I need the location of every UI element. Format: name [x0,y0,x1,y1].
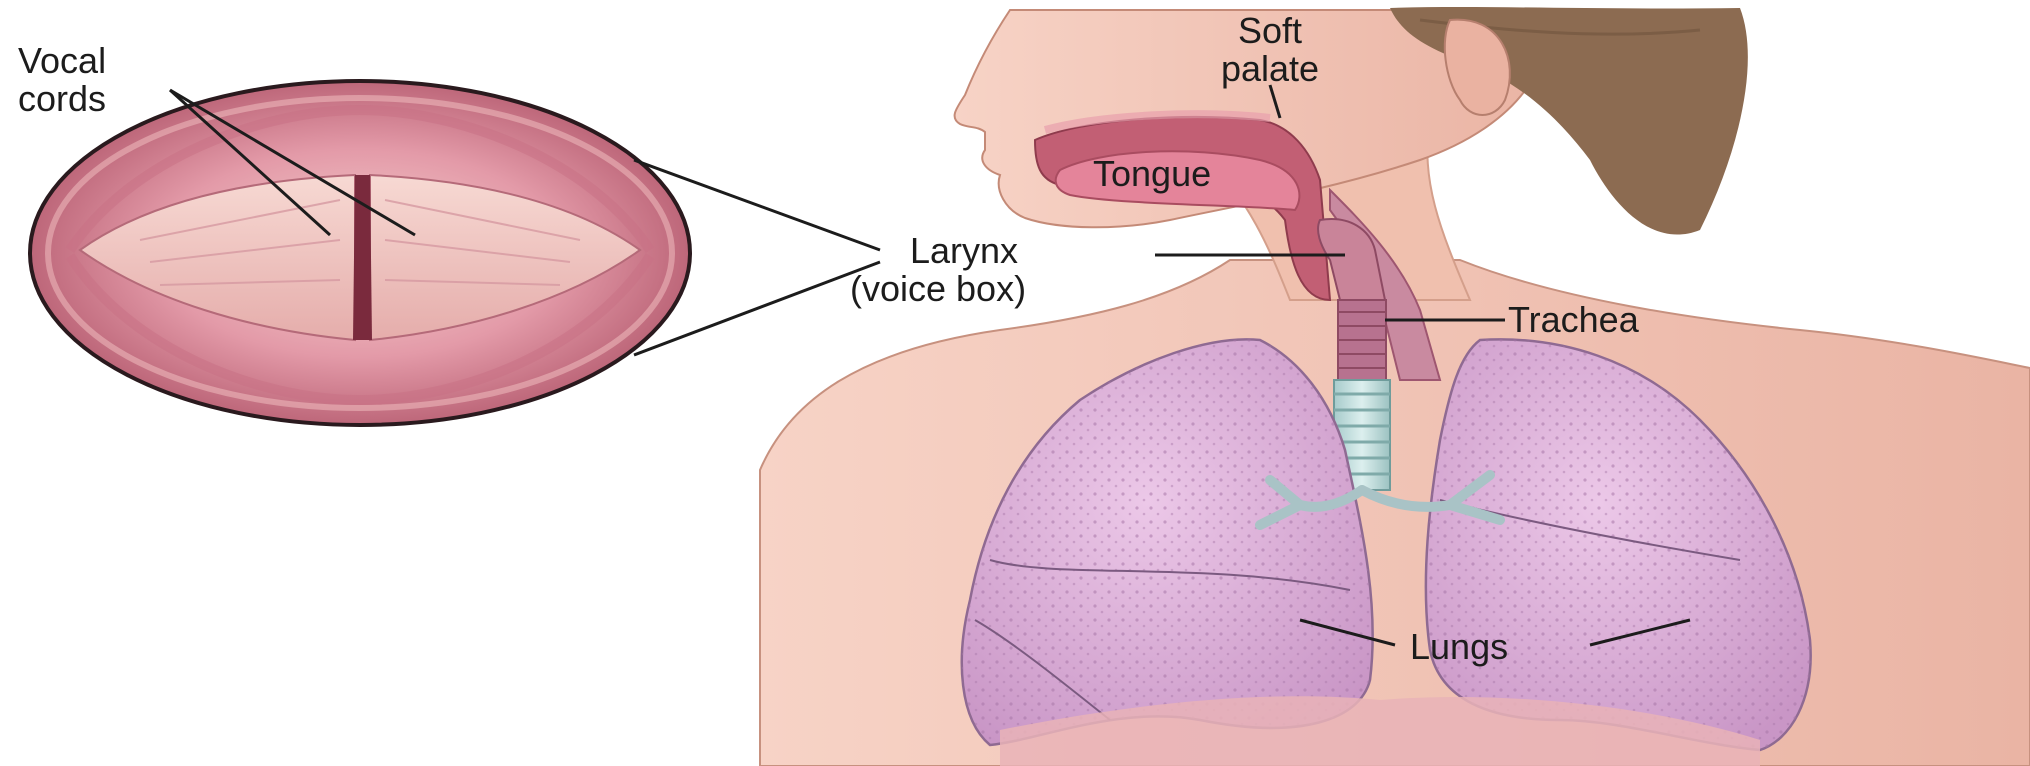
soft-palate-label: Soft palate [1195,12,1345,88]
trachea-label: Trachea [1508,301,1639,339]
trachea-upper [1338,300,1386,380]
lungs-label: Lungs [1410,628,1508,666]
vocal-cords-inset [30,81,690,425]
vocal-cords-label: Vocal cords [18,42,106,118]
tongue-label: Tongue [1093,155,1211,193]
larynx-label: Larynx (voice box) [850,232,1026,308]
